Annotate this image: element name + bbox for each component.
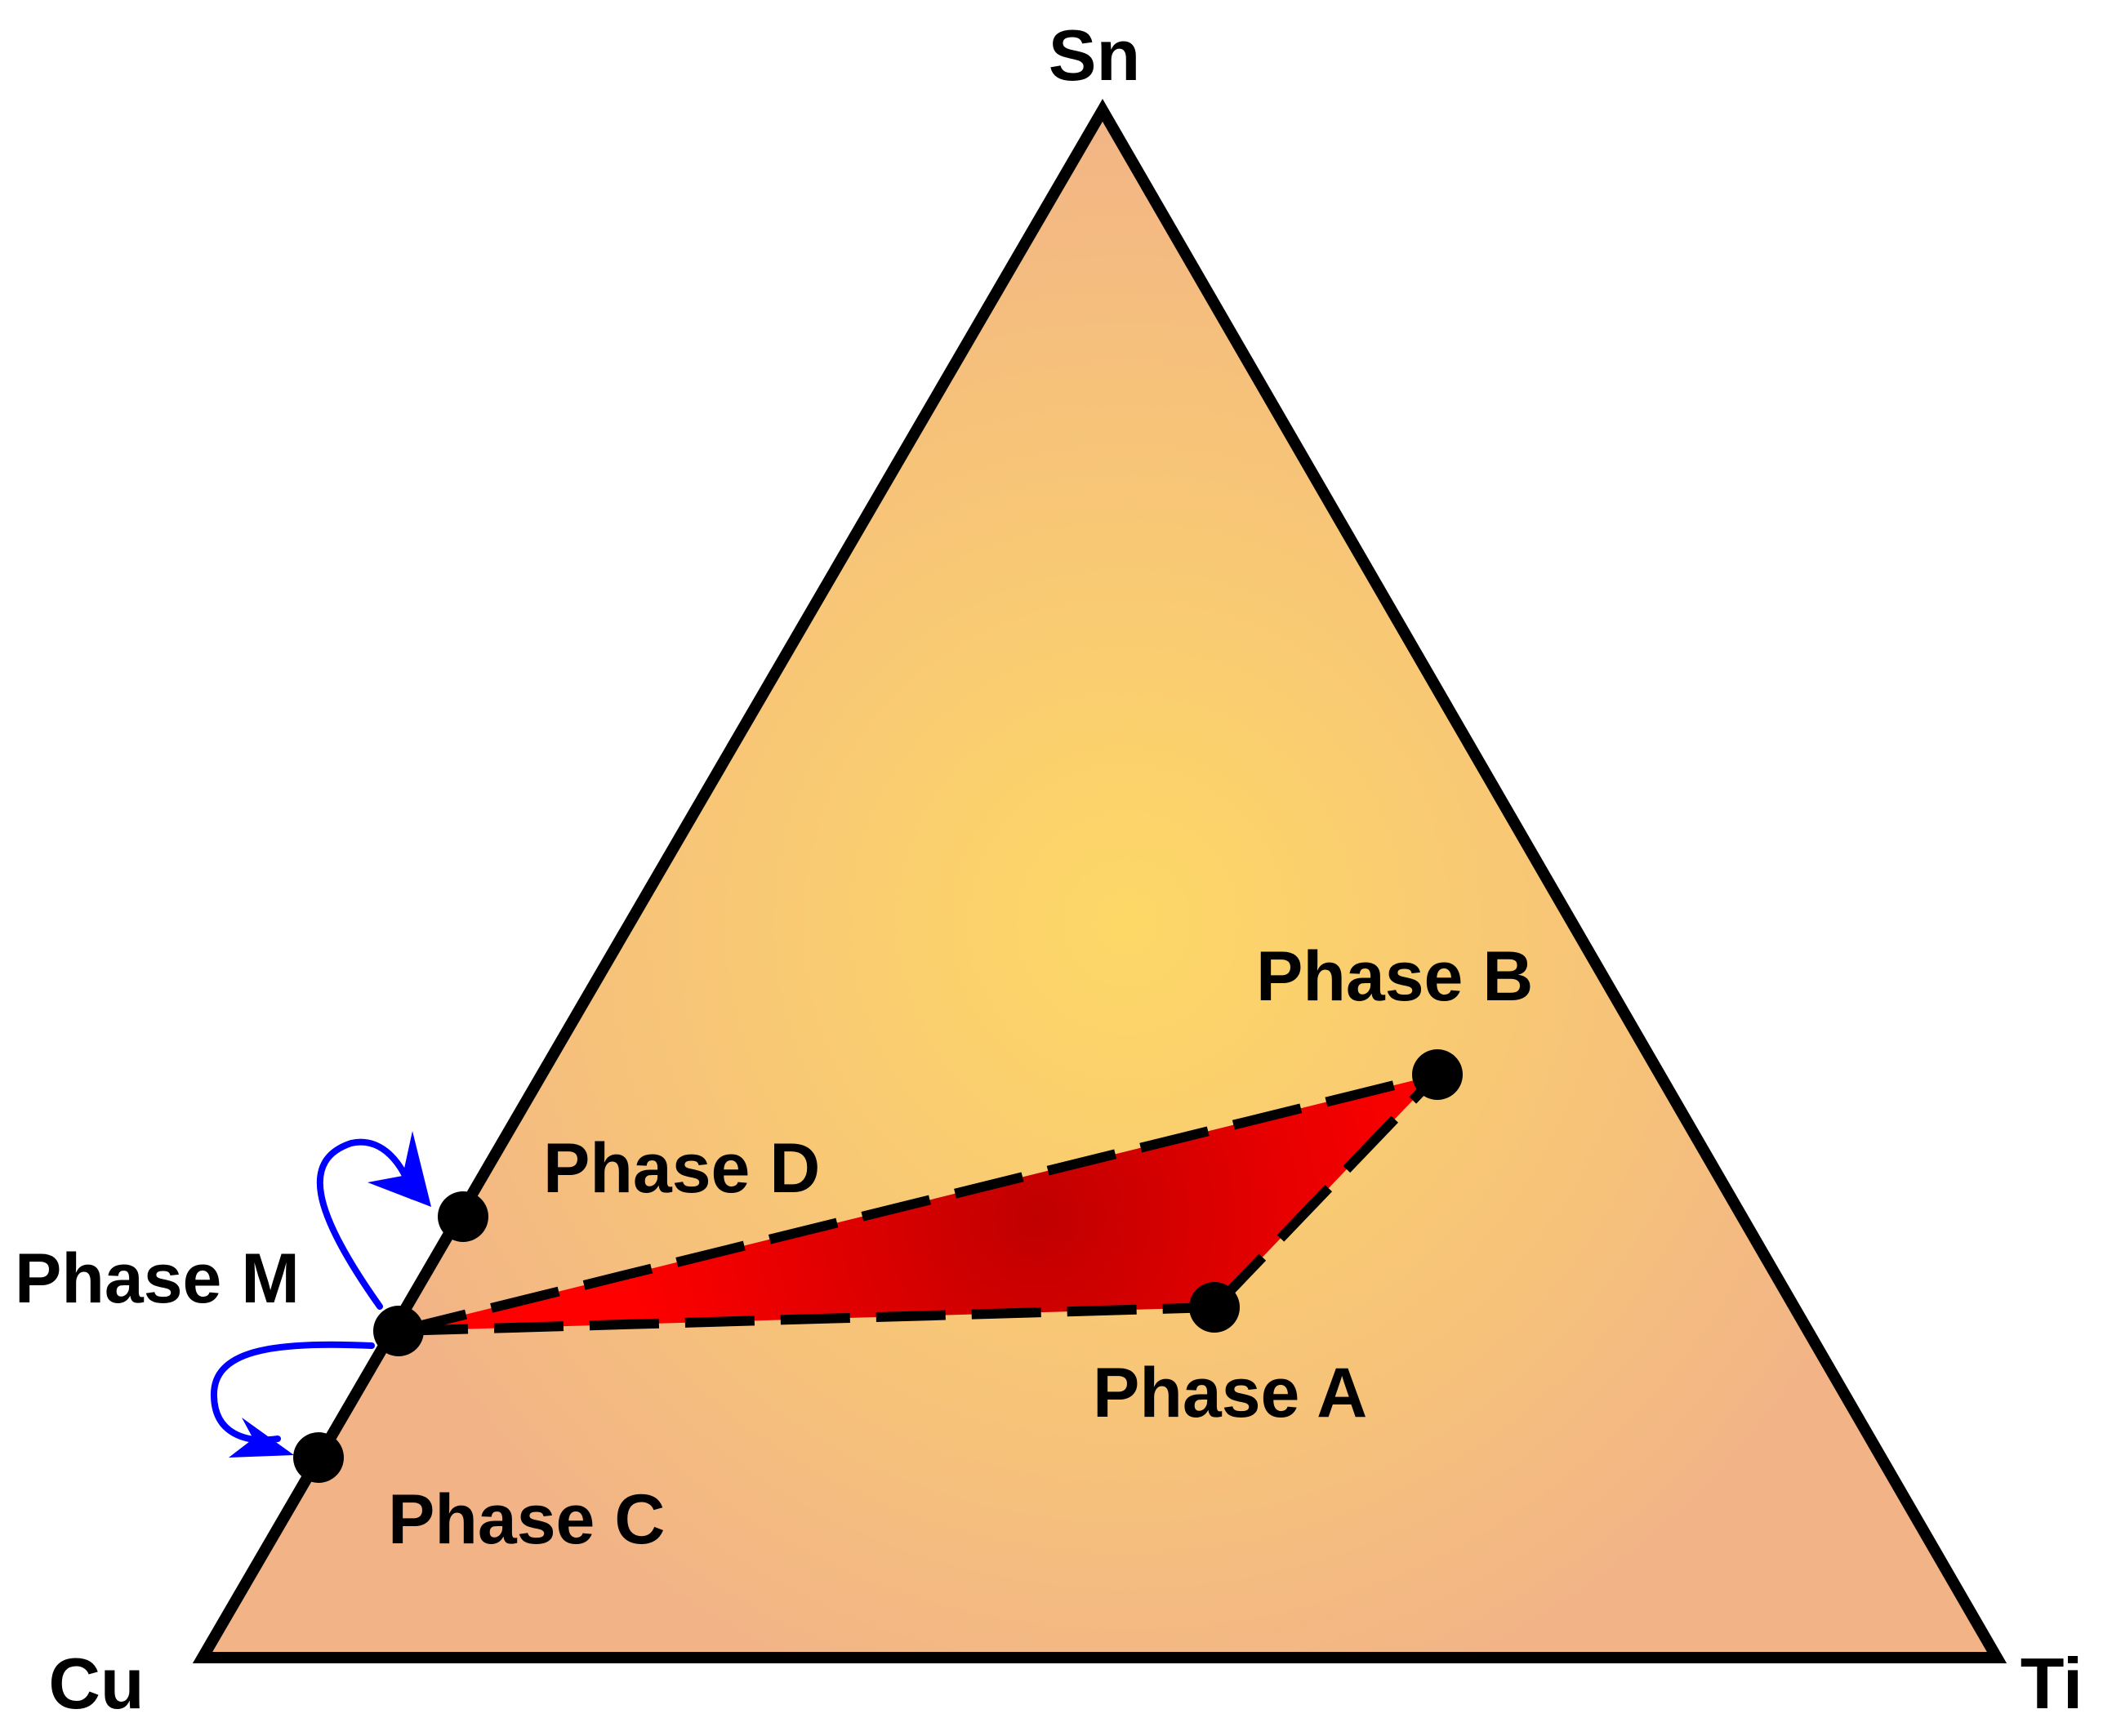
arrowhead-c-icon	[229, 1418, 294, 1458]
tie-line-m-b	[397, 1070, 1439, 1336]
arrow-curve-m-to-d	[316, 1138, 416, 1310]
tie-line-a-b	[1210, 1071, 1441, 1311]
point-phase-b	[1412, 1049, 1463, 1100]
arrow-curve-m-to-c	[210, 1341, 375, 1444]
arrowhead-d-icon	[368, 1131, 431, 1207]
phase-label-c: Phase C	[388, 1480, 665, 1559]
phase-label-b: Phase B	[1256, 937, 1533, 1016]
vertex-label-ti: Ti	[2021, 1643, 2083, 1724]
point-phase-d	[438, 1191, 488, 1242]
point-phase-c	[293, 1432, 344, 1483]
vertex-label-cu: Cu	[48, 1643, 144, 1724]
phase-label-a: Phase A	[1093, 1354, 1367, 1432]
vertex-label-sn: Sn	[1049, 15, 1140, 96]
phase-label-d: Phase D	[543, 1129, 820, 1208]
tie-line-m-a	[398, 1302, 1215, 1336]
tie-lines	[397, 1070, 1441, 1336]
phase-points	[293, 1049, 1463, 1483]
point-phase-m	[373, 1306, 424, 1356]
phase-label-m: Phase M	[15, 1240, 300, 1318]
point-phase-a	[1189, 1282, 1240, 1333]
